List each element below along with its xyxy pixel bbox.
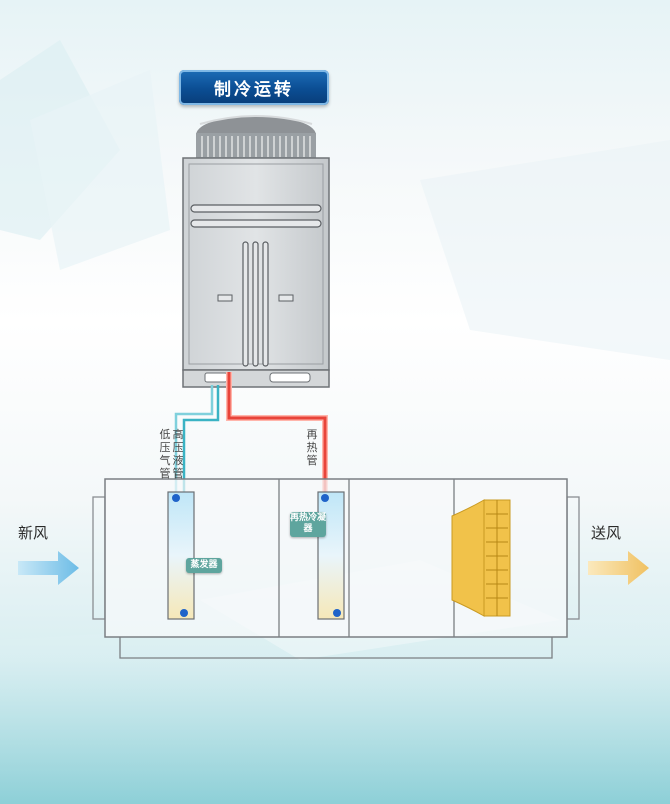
- low-pressure-gas-pipe: [174, 385, 214, 498]
- evaporator-outlet-port: [180, 609, 188, 617]
- low-pressure-gas-pipe-label: 低压气管: [159, 428, 171, 480]
- evaporator-coil: [167, 491, 195, 620]
- reheat-condenser-tag: 再热冷凝器: [290, 512, 326, 537]
- evaporator-tag: 蒸发器: [186, 558, 222, 573]
- reheat-condenser-coil: [317, 491, 345, 620]
- fresh-air-label: 新风: [18, 524, 49, 542]
- supply-air-label: 送风: [591, 524, 622, 542]
- outdoor-unit: [182, 115, 330, 388]
- condenser-outlet-port: [333, 609, 341, 617]
- fan-grille-icon: [196, 115, 316, 159]
- reheat-pipe-label: 再热管: [306, 428, 318, 467]
- reheat-pipe: [226, 372, 328, 496]
- high-pressure-liquid-pipe-label: 高压液管: [172, 428, 184, 480]
- supply-fan: [451, 499, 511, 617]
- evaporator-inlet-port: [172, 494, 180, 502]
- mode-title-badge: 制冷运转: [179, 70, 329, 105]
- fresh-air-arrow-icon: [18, 551, 79, 585]
- supply-air-arrow-icon: [588, 551, 649, 585]
- condenser-inlet-port: [321, 494, 329, 502]
